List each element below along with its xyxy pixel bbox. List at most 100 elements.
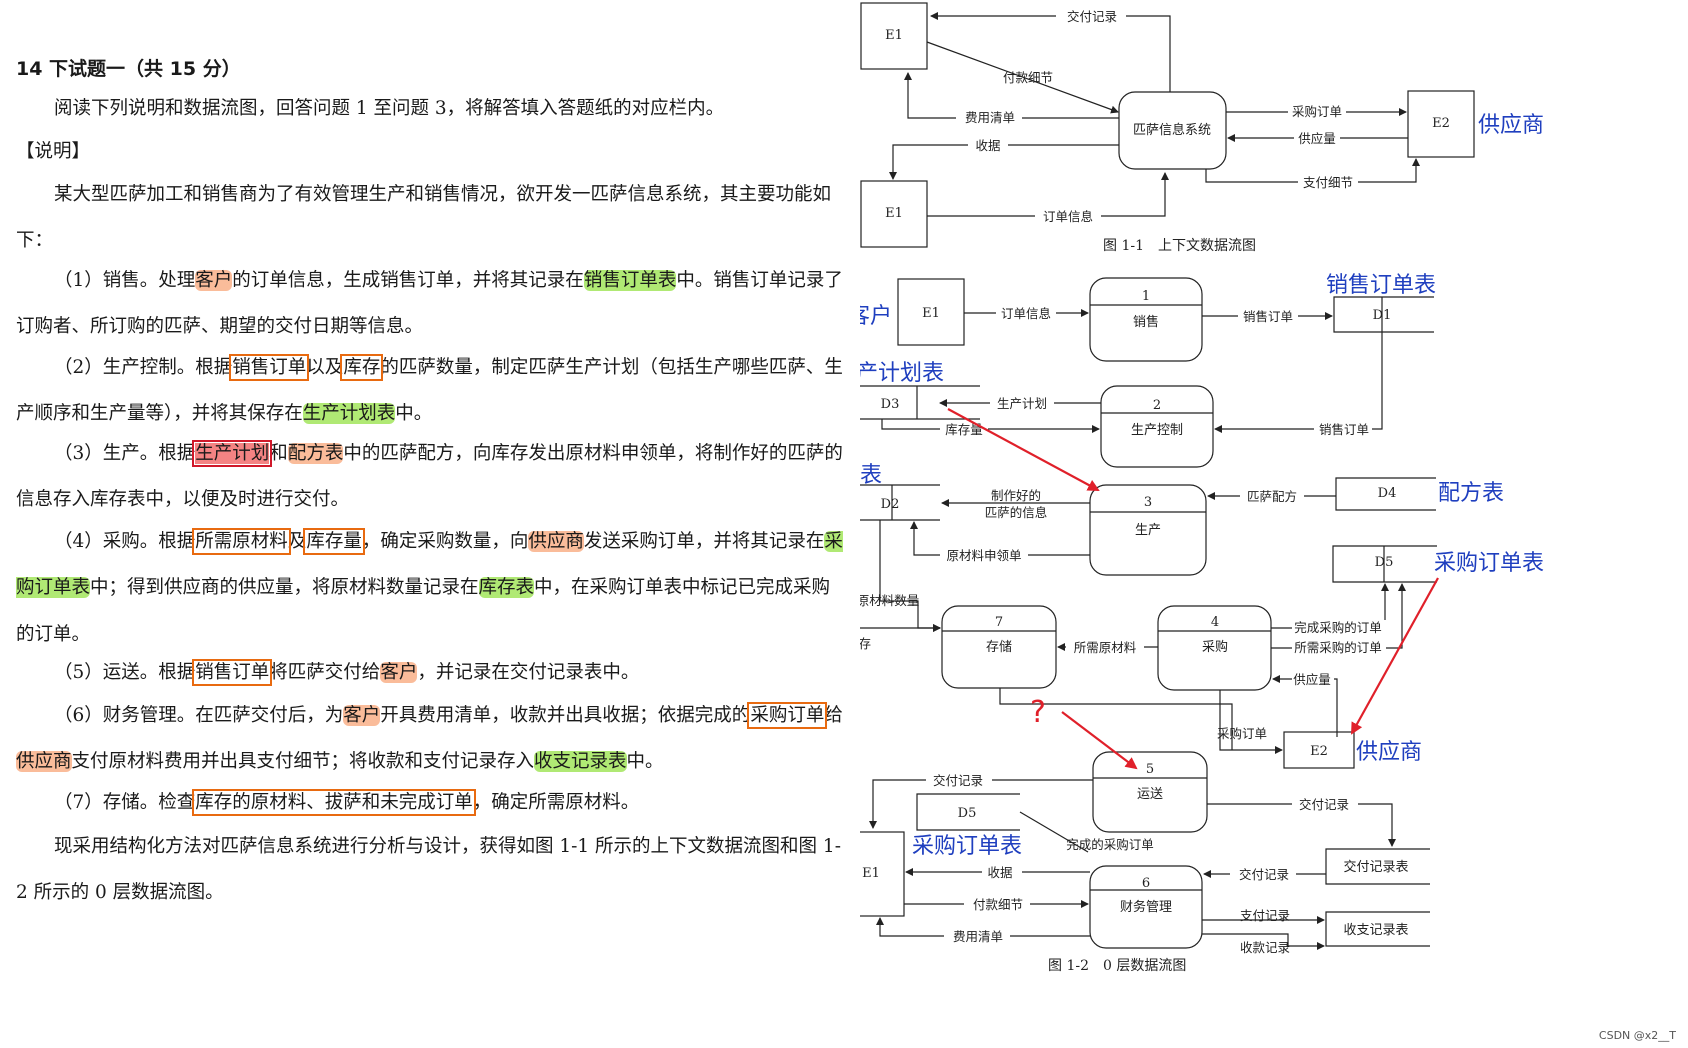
flow-label: 费用清单: [953, 929, 1003, 944]
highlight-customer-3: 客户: [343, 705, 381, 726]
boxed-production-plan: 生产计划: [192, 440, 273, 467]
annotation-supplier: 供应商: [1356, 740, 1422, 765]
annotation-recipe-table: 配方表: [1438, 481, 1504, 506]
process-3: [1089, 484, 1207, 576]
fig2-entity-e1-top: [897, 278, 965, 346]
flow-label: 所需采购的订单: [1294, 640, 1382, 655]
intro-paragraph: 阅读下列说明和数据流图，回答问题 1 至问题 3，将解答填入答题纸的对应栏内。: [54, 98, 725, 119]
flow-label: 原材料申领单: [946, 548, 1021, 563]
flow-label: 生产计划: [997, 396, 1047, 411]
process-7: [941, 605, 1057, 689]
entity-label: E2: [1310, 744, 1328, 759]
question-text-panel: 14 下试题一（共 15 分） 阅读下列说明和数据流图，回答问题 1 至问题 3…: [16, 58, 843, 904]
store-label: D5: [958, 806, 977, 821]
annotation-plan-table: 生产计划表: [860, 361, 944, 386]
store-label: D4: [1378, 486, 1397, 501]
fig1-entity-e1-bottom: [860, 180, 928, 248]
watermark: CSDN @x2__T: [1598, 1029, 1676, 1042]
store-label: D1: [1373, 308, 1392, 323]
boxed-stock: 库存: [340, 354, 384, 381]
fig1-entity-e1-top: [860, 2, 928, 70]
paragraph-7: （7）存储。检查库存的原材料、拔萨和未完成订单，确定所需原材料。: [54, 789, 640, 816]
data-flow-diagrams: 交付记录 付款细节 费用清单 收据 订单信息 采购订单 供应量 支付细节 订单信…: [860, 2, 1544, 974]
process-name: 生产: [1135, 523, 1161, 538]
flow-label: 订单信息: [1043, 209, 1093, 224]
flow-label: 付款细节: [1003, 70, 1053, 85]
entity-label: E1: [922, 306, 940, 321]
boxed-purchase-order: 采购订单: [747, 702, 828, 729]
paragraph-2: （2）生产控制。根据销售订单以及库存的匹萨数量，制定匹萨生产计划（包括生产哪些匹…: [16, 354, 843, 425]
entity-label: E1: [885, 206, 903, 221]
highlight-stock-table: 库存表: [478, 577, 535, 599]
fig2-entity-e1-bottom: [860, 831, 905, 917]
process-name: 财务管理: [1120, 899, 1172, 915]
process-name: 销售: [1133, 314, 1159, 330]
highlight-plan-table: 生产计划表: [302, 403, 396, 425]
paragraph-3: （3）生产。根据生产计划和配方表中的匹萨配方，向库存发出原材料申领单，将制作好的…: [16, 440, 843, 511]
process-1: [1089, 277, 1203, 362]
process-number: 3: [1144, 495, 1152, 510]
boxed-needed-material: 所需原材料: [192, 528, 291, 555]
flow-label: 匹萨配方: [1247, 489, 1297, 504]
annotation-customer: 客户: [860, 304, 892, 329]
store-label: D2: [881, 497, 900, 512]
flow-label: 付款细节: [973, 897, 1023, 912]
annotation-purchase-table-2: 采购订单表: [912, 834, 1022, 859]
flow-label: 交付记录: [933, 773, 983, 788]
entity-label: E2: [1432, 116, 1450, 131]
flow-label: 销售订单: [1243, 309, 1293, 324]
flow-label: 交付记录: [1239, 867, 1289, 882]
boxed-sales-order: 销售订单: [229, 354, 310, 381]
process-name: 匹萨信息系统: [1133, 122, 1211, 138]
highlight-finance-table: 收支记录表: [534, 751, 627, 773]
annotation-stock-table: 库存表: [860, 463, 882, 488]
highlight-sales-table: 销售订单表: [583, 270, 677, 291]
process-6: [1089, 865, 1203, 949]
boxed-stock-qty: 库存量: [303, 528, 365, 555]
flow-label: 收款记录: [1240, 940, 1290, 955]
process-number: 4: [1211, 615, 1219, 630]
process-number: 2: [1153, 398, 1161, 413]
flow-label: 销售订单: [1319, 422, 1369, 437]
flow-label: 完成的采购订单: [1066, 837, 1154, 852]
flow-label: 费用清单: [965, 110, 1015, 125]
figure-caption: 图 1-1 上下文数据流图: [1103, 238, 1256, 254]
question-mark-annotation: ?: [1030, 695, 1046, 730]
process-name: 生产控制: [1131, 423, 1183, 438]
store-label: D3: [881, 397, 900, 412]
flow-label: 库存量: [945, 422, 983, 437]
paragraph-end: 现采用结构化方法对匹萨信息系统进行分析与设计，获得如图 1-1 所示的上下文数据…: [16, 836, 841, 904]
process-number: 7: [995, 615, 1003, 630]
flow-label: 供应量: [1298, 131, 1336, 146]
figure-caption: 图 1-2 0 层数据流图: [1048, 958, 1186, 974]
question-title: 14 下试题一（共 15 分）: [16, 58, 241, 80]
annotation-purchase-table: 采购订单表: [1434, 551, 1544, 576]
highlight-recipe-table: 配方表: [287, 443, 344, 464]
entity-label: E1: [862, 866, 880, 881]
store-label: 收支记录表: [1343, 923, 1408, 938]
flow-label: 订单信息: [1001, 306, 1051, 321]
flow-label: 匹萨的信息: [985, 505, 1048, 520]
flow-label: 完成采购的订单: [1294, 620, 1382, 635]
store-label: D5: [1375, 555, 1394, 570]
fig1-process-system: [1118, 91, 1227, 170]
flow-label: 收据: [975, 138, 1000, 153]
flow-label: 采购订单: [1217, 726, 1267, 741]
boxed-sales-order-2: 销售订单: [192, 659, 273, 686]
highlight-customer-2: 客户: [380, 662, 418, 683]
flow-label: 供应量: [1293, 672, 1331, 687]
highlight-supplier-2: 供应商: [16, 751, 72, 773]
paragraph-5: （5）运送。根据销售订单将匹萨交付给客户，并记录在交付记录表中。: [54, 659, 640, 686]
process-number: 6: [1142, 876, 1150, 891]
flow-label: 交付记录: [1067, 9, 1117, 24]
flow-label: 采购订单: [1292, 104, 1342, 119]
process-name: 运送: [1137, 787, 1163, 802]
paragraph-1: （1）销售。处理客户的订单信息，生成销售订单，并将其记录在销售订单表中。销售订单…: [16, 270, 843, 338]
fig2-entity-e2: [1283, 731, 1355, 769]
paragraph-6: （6）财务管理。在匹萨交付后，为客户开具费用清单，收款并出具收据；依据完成的采购…: [16, 702, 843, 773]
highlight-customer: 客户: [195, 270, 233, 291]
paragraph-intro: 某大型匹萨加工和销售商为了有效管理生产和销售情况，欲开发一匹萨信息系统，其主要功…: [16, 184, 832, 252]
process-name: 采购: [1202, 639, 1228, 655]
section-label: 【说明】: [16, 141, 91, 162]
annotation-supplier: 供应商: [1478, 113, 1544, 138]
